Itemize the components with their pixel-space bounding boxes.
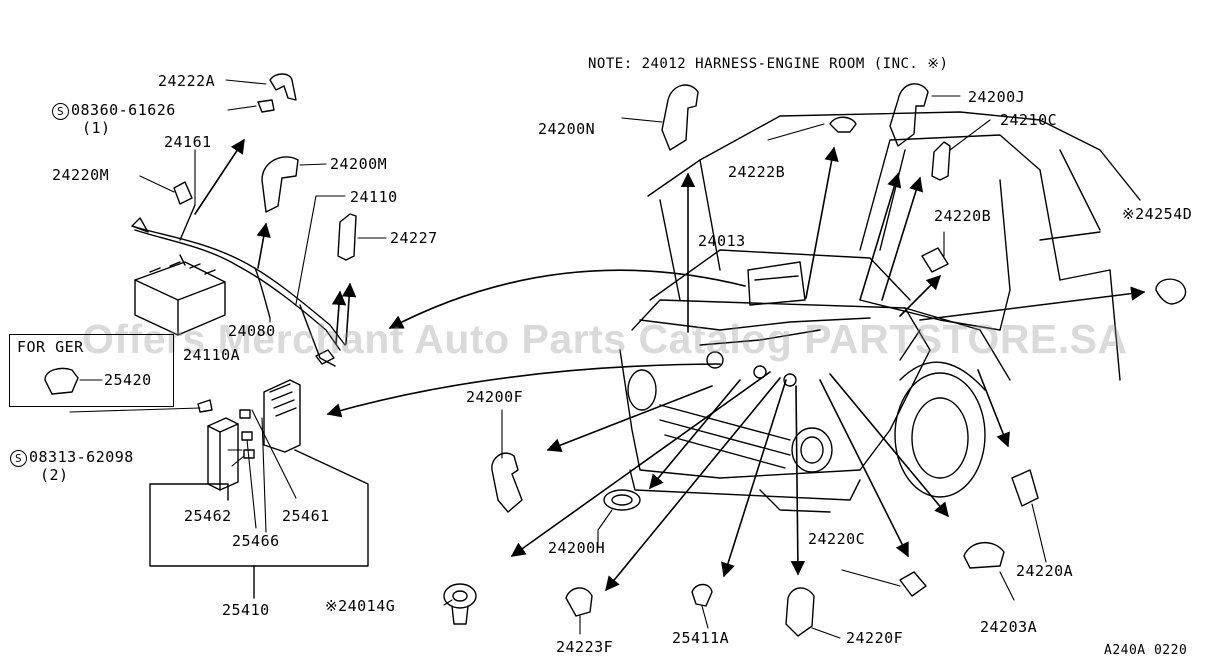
label-24080: 24080 xyxy=(228,322,276,340)
label-08360-qty: (1) xyxy=(82,119,111,137)
label-24200F: 24200F xyxy=(466,388,524,406)
battery-assembly xyxy=(131,204,346,367)
label-24200J: 24200J xyxy=(968,88,1026,106)
label-24222B: 24222B xyxy=(728,163,786,181)
label-25410: 25410 xyxy=(222,601,270,619)
label-25462: 25462 xyxy=(184,507,232,525)
for-ger-inset-frame xyxy=(9,334,174,407)
label-24227: 24227 xyxy=(390,229,438,247)
label-08313-62098-text: 08313-62098 xyxy=(29,448,134,466)
label-24200N: 24200N xyxy=(538,120,596,138)
label-24014G: ※24014G xyxy=(325,597,396,615)
screw-symbol-icon: S xyxy=(10,450,27,467)
label-24200M: 24200M xyxy=(330,155,388,173)
label-08360-61626-text: 08360-61626 xyxy=(71,101,176,119)
label-24223F: 24223F xyxy=(556,638,614,656)
label-24254D: ※24254D xyxy=(1122,205,1193,223)
label-24220B: 24220B xyxy=(934,207,992,225)
label-24222A: 24222A xyxy=(158,72,216,90)
label-24220M: 24220M xyxy=(52,166,110,184)
harness-note: NOTE: 24012 HARNESS-ENGINE ROOM (INC. ※) xyxy=(588,56,949,72)
label-24210C: 24210C xyxy=(1000,111,1058,129)
label-24220A: 24220A xyxy=(1016,562,1074,580)
label-25461: 25461 xyxy=(282,507,330,525)
leader-lines xyxy=(69,79,1047,639)
label-25411A: 25411A xyxy=(672,629,730,647)
screw-symbol-icon: S xyxy=(52,103,69,120)
diagram-code: A240A 0220 xyxy=(1104,643,1188,658)
label-24110A: 24110A xyxy=(183,346,241,364)
label-25466: 25466 xyxy=(232,532,280,550)
label-24220C: 24220C xyxy=(808,530,866,548)
watermark: Offers Merchant Auto Parts Catalog PARTS… xyxy=(82,316,1128,362)
label-24013: 24013 xyxy=(698,232,746,250)
part-25420 xyxy=(44,367,79,395)
clip-parts xyxy=(173,73,1187,637)
label-24203A: 24203A xyxy=(980,618,1038,636)
label-25420: 25420 xyxy=(104,371,152,389)
label-24161: 24161 xyxy=(164,133,212,151)
label-24110: 24110 xyxy=(350,188,398,206)
vehicle-outline xyxy=(619,111,1141,513)
label-24200H: 24200H xyxy=(548,539,606,557)
label-08313-qty: (2) xyxy=(40,466,69,484)
for-ger-inset-title: FOR GER xyxy=(17,338,84,356)
pointer-arrows xyxy=(194,138,1146,592)
label-24220F: 24220F xyxy=(846,629,904,647)
